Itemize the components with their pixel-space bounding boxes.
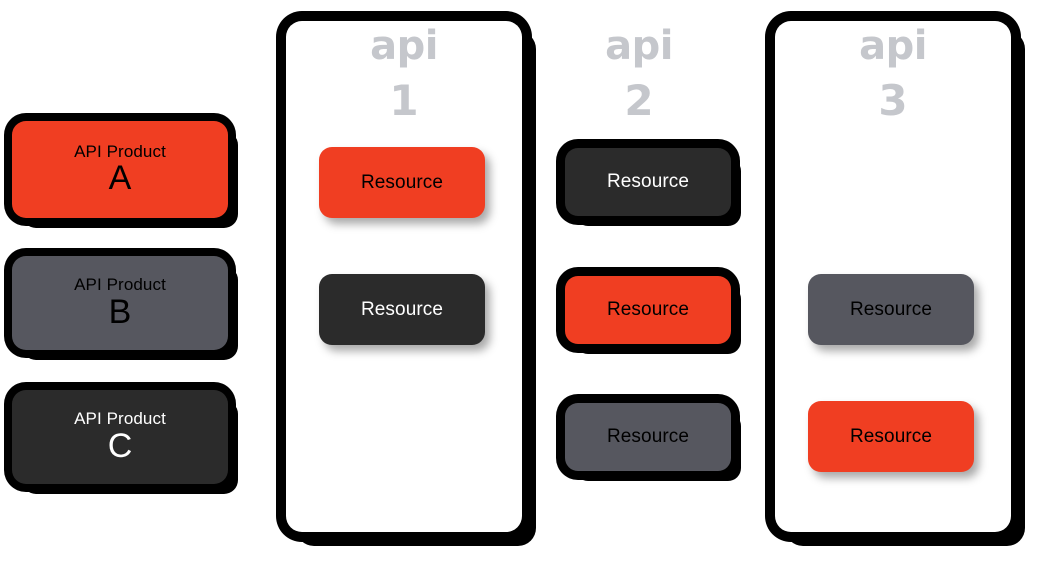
api-group-label-1: api 1 [286, 26, 522, 122]
api-number-label: 1 [389, 76, 419, 125]
api-product-card-b[interactable]: API Product B [12, 256, 228, 350]
api-product-title: API Product [74, 141, 166, 161]
resource-pill[interactable]: Resource [565, 276, 731, 344]
api-word-label: api [605, 23, 673, 69]
resource-pill[interactable]: Resource [319, 274, 485, 345]
api-group-label-3: api 3 [775, 26, 1011, 122]
resource-label: Resource [606, 171, 690, 192]
resource-label: Resource [606, 299, 690, 320]
api-product-letter: C [107, 426, 133, 465]
api-number-label: 3 [878, 76, 908, 125]
resource-pill[interactable]: Resource [319, 147, 485, 218]
api-product-card-c[interactable]: API Product C [12, 390, 228, 484]
api-group-label-2: api 2 [556, 26, 722, 122]
resource-pill[interactable]: Resource [565, 148, 731, 216]
resource-label: Resource [360, 171, 444, 193]
resource-pill[interactable]: Resource [808, 274, 974, 345]
resource-pill[interactable]: Resource [808, 401, 974, 472]
resource-label: Resource [360, 298, 444, 320]
api-product-title: API Product [74, 275, 166, 295]
api-product-letter: A [108, 159, 132, 198]
api-word-label: api [859, 23, 927, 69]
resource-label: Resource [849, 298, 933, 320]
api-word-label: api [370, 23, 438, 69]
resource-label: Resource [606, 426, 690, 447]
resource-pill[interactable]: Resource [565, 403, 731, 471]
api-number-label: 2 [624, 76, 654, 125]
api-product-card-a[interactable]: API Product A [12, 121, 228, 218]
api-product-title: API Product [74, 409, 166, 429]
resource-label: Resource [849, 425, 933, 447]
api-product-letter: B [108, 292, 132, 331]
